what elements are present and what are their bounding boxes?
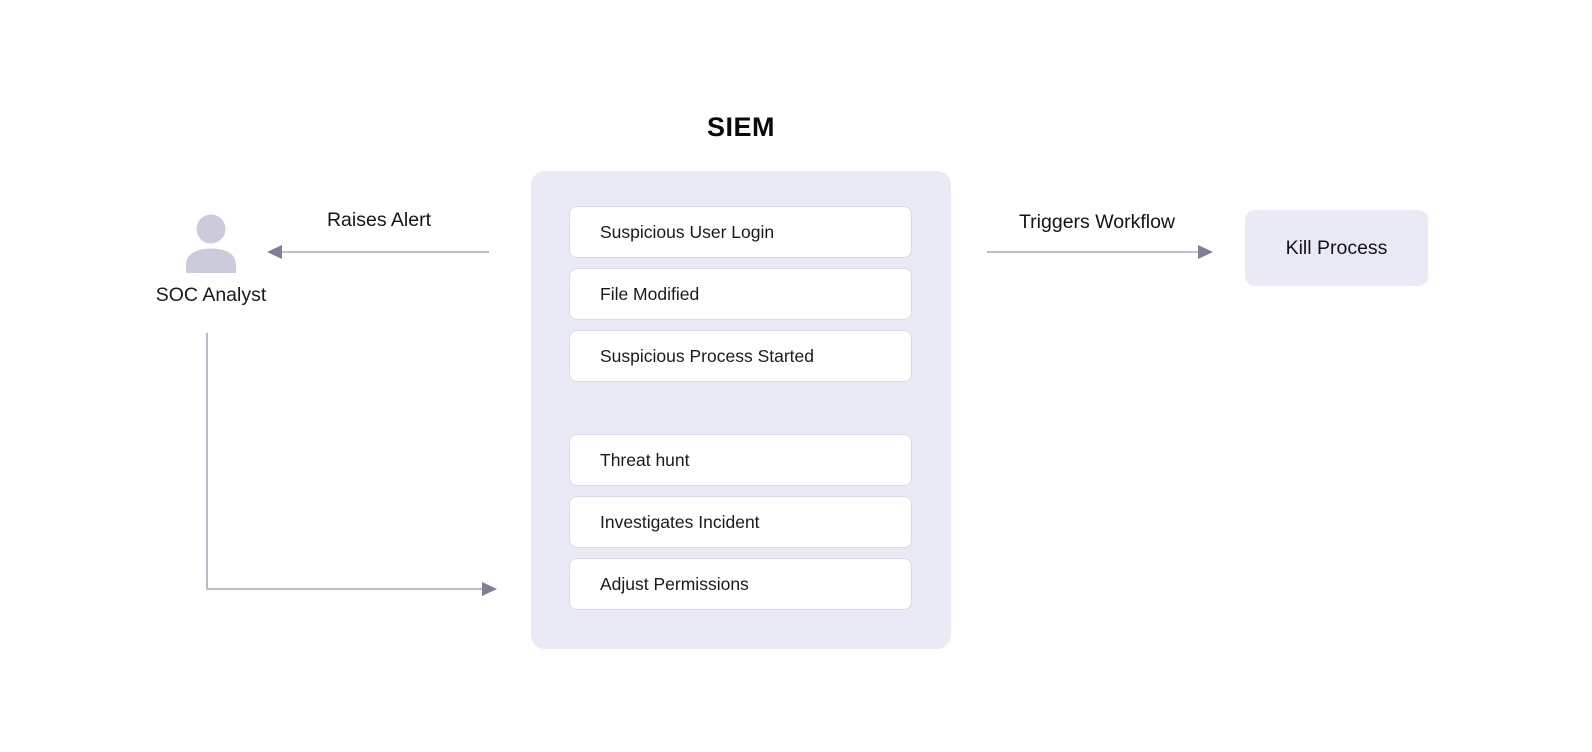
event-card-label: File Modified bbox=[600, 283, 700, 304]
event-card-suspicious-user-login: Suspicious User Login bbox=[569, 206, 912, 258]
action-card-threat-hunt: Threat hunt bbox=[569, 434, 912, 486]
action-card-label: Adjust Permissions bbox=[600, 573, 749, 594]
event-card-file-modified: File Modified bbox=[569, 268, 912, 320]
raises-alert-label: Raises Alert bbox=[326, 209, 432, 231]
kill-process-node: Kill Process bbox=[1245, 210, 1428, 286]
siem-title: SIEM bbox=[706, 112, 775, 142]
triggers-workflow-arrow bbox=[987, 245, 1213, 259]
kill-process-label: Kill Process bbox=[1285, 236, 1388, 259]
event-card-suspicious-process-started: Suspicious Process Started bbox=[569, 330, 912, 382]
triggers-workflow-label: Triggers Workflow bbox=[1018, 211, 1176, 233]
action-card-label: Investigates Incident bbox=[600, 511, 760, 532]
actor-label: SOC Analyst bbox=[155, 284, 267, 306]
siem-container: Suspicious User Login File Modified Susp… bbox=[531, 171, 951, 649]
event-card-label: Suspicious User Login bbox=[600, 221, 775, 242]
event-card-label: Suspicious Process Started bbox=[600, 345, 814, 366]
analyst-to-siem-arrow bbox=[206, 333, 497, 596]
action-card-adjust-permissions: Adjust Permissions bbox=[569, 558, 912, 610]
action-card-label: Threat hunt bbox=[600, 449, 690, 470]
person-icon bbox=[186, 214, 236, 273]
action-card-investigates-incident: Investigates Incident bbox=[569, 496, 912, 548]
soc-analyst-node: SOC Analyst bbox=[111, 212, 311, 307]
